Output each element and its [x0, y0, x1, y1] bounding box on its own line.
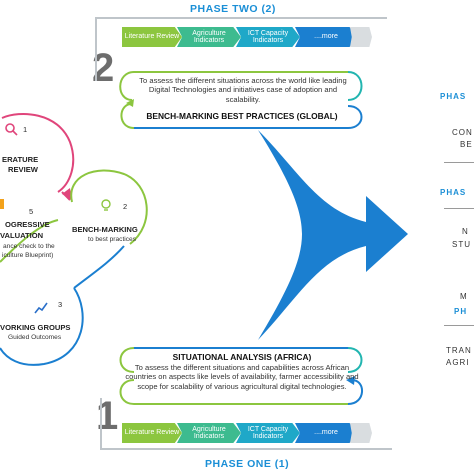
- phase-two-step-more: ....more: [295, 27, 357, 47]
- phase-two-number: 2: [92, 46, 115, 90]
- right-item-agri: AGRI: [446, 358, 470, 367]
- phase-one-label: SITUATIONAL ANALYSIS (AFRICA): [172, 352, 312, 362]
- progressive-icon: [0, 199, 4, 209]
- right-divider-1: [444, 162, 474, 163]
- progressive-sub-line2: iculture Blueprint): [2, 252, 54, 259]
- phase-two-step-ict: ICT Capacity Indicators: [236, 27, 300, 47]
- phase-two-frame: [95, 17, 387, 81]
- phase-two-chevron-end: [350, 27, 372, 47]
- right-divider-2: [444, 208, 474, 209]
- phase-two-step-agriculture: Agriculture Indicators: [177, 27, 241, 47]
- phase-one-chevron-end: [350, 423, 372, 443]
- right-item-con: CON: [452, 128, 473, 137]
- lightbulb-icon: [101, 199, 111, 211]
- working-number: 3: [58, 300, 63, 309]
- literature-label-line2: REVIEW: [8, 165, 38, 174]
- progressive-label-line1: OGRESSIVE: [5, 220, 50, 229]
- process-cycle: [0, 112, 148, 366]
- right-item-tran: TRAN: [446, 346, 472, 355]
- convergence-arrow: [258, 130, 408, 340]
- phase-two-label: BENCH-MARKING BEST PRACTICES (GLOBAL): [146, 111, 338, 121]
- working-label: VORKING GROUPS: [0, 323, 71, 332]
- literature-label-line1: ERATURE: [2, 155, 39, 164]
- phase-one-title: PHASE ONE (1): [205, 458, 290, 470]
- right-phase-1-heading: PHAS: [440, 92, 467, 101]
- right-divider-3: [444, 325, 474, 326]
- bench-sub: to best practices: [88, 236, 137, 243]
- phase-one-step-agriculture: Agriculture Indicators: [177, 423, 241, 443]
- chart-icon: [34, 302, 48, 314]
- phase-two-loop: [119, 71, 363, 129]
- right-phase-3-heading: PH: [454, 307, 468, 316]
- phase-one-frame: [100, 398, 392, 450]
- working-sub: Guided Outcomes: [8, 334, 62, 341]
- literature-number: 1: [23, 125, 28, 134]
- bench-number: 2: [123, 202, 128, 211]
- phase-one-step-literature: Literature Review: [122, 423, 182, 443]
- progressive-label-line2: VALUATION: [0, 231, 44, 240]
- right-item-n: N: [462, 227, 469, 236]
- progressive-sub-line1: ance check to the: [3, 243, 55, 250]
- phase-one-description: To assess the different situations and c…: [125, 363, 359, 391]
- search-icon: [5, 123, 18, 136]
- phase-two-description: To assess the different situations acros…: [139, 76, 347, 104]
- phase-one-step-ict: ICT Capacity Indicators: [236, 423, 300, 443]
- progressive-number: 5: [29, 207, 34, 216]
- right-item-stu: STU: [452, 240, 471, 249]
- phase-two-title: PHASE TWO (2): [190, 3, 276, 15]
- phase-two-step-literature: Literature Review: [122, 27, 182, 47]
- right-item-be: BE: [460, 140, 473, 149]
- phase-one-step-more: ....more: [295, 423, 357, 443]
- bench-label: BENCH-MARKING: [72, 225, 138, 234]
- right-phase-2-heading: PHAS: [440, 188, 467, 197]
- right-item-m: M: [460, 292, 468, 301]
- phase-one-loop: [119, 347, 363, 405]
